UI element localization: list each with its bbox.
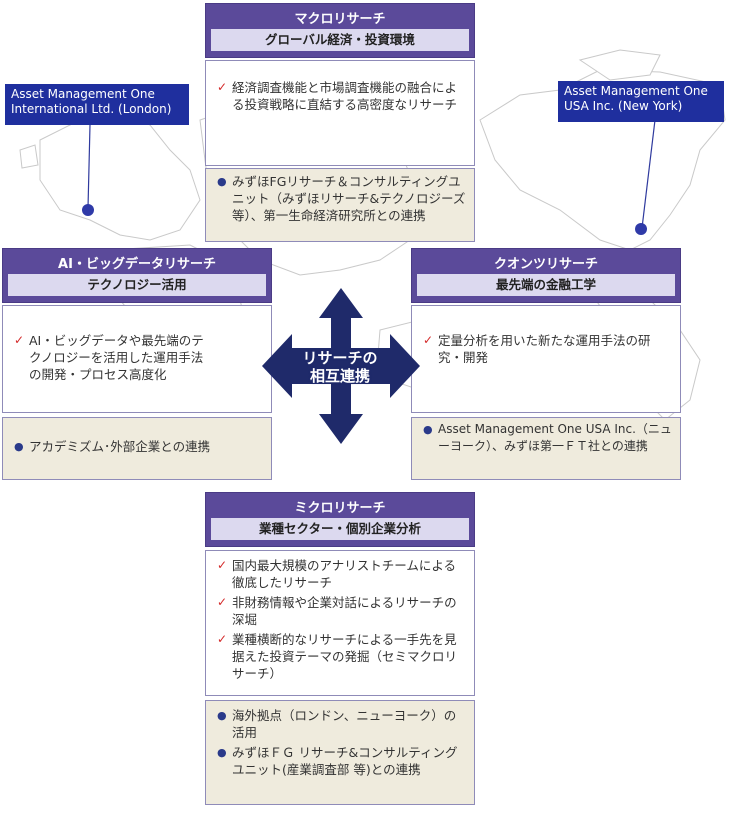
check-icon: ✓ [217, 558, 228, 572]
list-item: ● 海外拠点（ロンドン、ニューヨーク）の活用 [217, 708, 457, 740]
mutual-research-collaboration-label: リサーチの 相互連携 [302, 349, 378, 385]
ai-title: AI・ビッグデータリサーチ [58, 257, 216, 272]
check-icon: ✓ [423, 333, 434, 347]
bullet-icon: ● [217, 709, 227, 722]
quant-checks-box: ✓ 定量分析を用いた新たな運用手法の研究・開発 [411, 305, 681, 413]
list-item: ● Asset Management One USA Inc.（ニューヨーク）、… [423, 422, 672, 453]
four-way-arrow-icon [262, 288, 420, 444]
list-item: ✓ 国内最大規模のアナリストチームによる徹底したリサーチ [217, 558, 457, 590]
macro-bullets-box: ● みずほFGリサーチ＆コンサルティングユニット（みずほリサーチ&テクノロジーズ… [205, 168, 475, 242]
newyork-marker [635, 223, 647, 235]
ai-checks-box: ✓ AI・ビッグデータや最先端のテクノロジーを活用した運用手法の開発・プロセス高… [2, 305, 272, 413]
ai-header: AI・ビッグデータリサーチ テクノロジー活用 [2, 248, 272, 303]
list-item: ✓ 非財務情報や企業対話によるリサーチの深堀 [217, 595, 457, 627]
micro-title: ミクロリサーチ [294, 501, 386, 516]
micro-subtitle: 業種セクター・個別企業分析 [211, 518, 469, 540]
ai-bullets-box: ● アカデミズム･外部企業との連携 [2, 417, 272, 480]
quant-title: クオンツリサーチ [493, 257, 598, 272]
micro-checks-box: ✓ 国内最大規模のアナリストチームによる徹底したリサーチ ✓ 非財務情報や企業対… [205, 550, 475, 696]
bullet-icon: ● [217, 175, 227, 188]
micro-bullets-box: ● 海外拠点（ロンドン、ニューヨーク）の活用 ● みずほＦＧ リサーチ&コンサル… [205, 700, 475, 805]
check-icon: ✓ [217, 632, 228, 646]
micro-header: ミクロリサーチ 業種セクター・個別企業分析 [205, 492, 475, 547]
list-item: ● みずほFGリサーチ＆コンサルティングユニット（みずほリサーチ&テクノロジーズ… [217, 174, 466, 223]
macro-header: マクロリサーチ グローバル経済・投資環境 [205, 3, 475, 58]
list-item: ✓ 経済調査機能と市場調査機能の融合による投資戦略に直結する高密度なリサーチ [217, 80, 458, 112]
macro-subtitle: グローバル経済・投資環境 [211, 29, 469, 51]
check-icon: ✓ [14, 333, 25, 347]
macro-checks-box: ✓ 経済調査機能と市場調査機能の融合による投資戦略に直結する高密度なリサーチ [205, 60, 475, 166]
bullet-icon: ● [423, 423, 433, 436]
bullet-icon: ● [14, 440, 24, 453]
quant-header: クオンツリサーチ 最先端の金融工学 [411, 248, 681, 303]
list-item: ✓ 定量分析を用いた新たな運用手法の研究・開発 [423, 333, 651, 365]
list-item: ✓ AI・ビッグデータや最先端のテクノロジーを活用した運用手法の開発・プロセス高… [14, 333, 204, 382]
list-item: ✓ 業種横断的なリサーチによる一手先を見据えた投資テーマの発掘（セミマクロリサー… [217, 632, 458, 681]
check-icon: ✓ [217, 80, 228, 94]
list-item: ● アカデミズム･外部企業との連携 [14, 439, 211, 454]
quant-subtitle: 最先端の金融工学 [417, 274, 675, 296]
london-marker [82, 204, 94, 216]
newyork-office-label: Asset Management One USA Inc. (New York) [558, 81, 724, 122]
quant-bullets-box: ● Asset Management One USA Inc.（ニューヨーク）、… [411, 417, 681, 480]
list-item: ● みずほＦＧ リサーチ&コンサルティングユニット(産業調査部 等)との連携 [217, 745, 458, 777]
london-office-label: Asset Management One International Ltd. … [5, 84, 189, 125]
ai-subtitle: テクノロジー活用 [8, 274, 266, 296]
macro-title: マクロリサーチ [294, 12, 386, 27]
check-icon: ✓ [217, 595, 228, 609]
bullet-icon: ● [217, 746, 227, 759]
